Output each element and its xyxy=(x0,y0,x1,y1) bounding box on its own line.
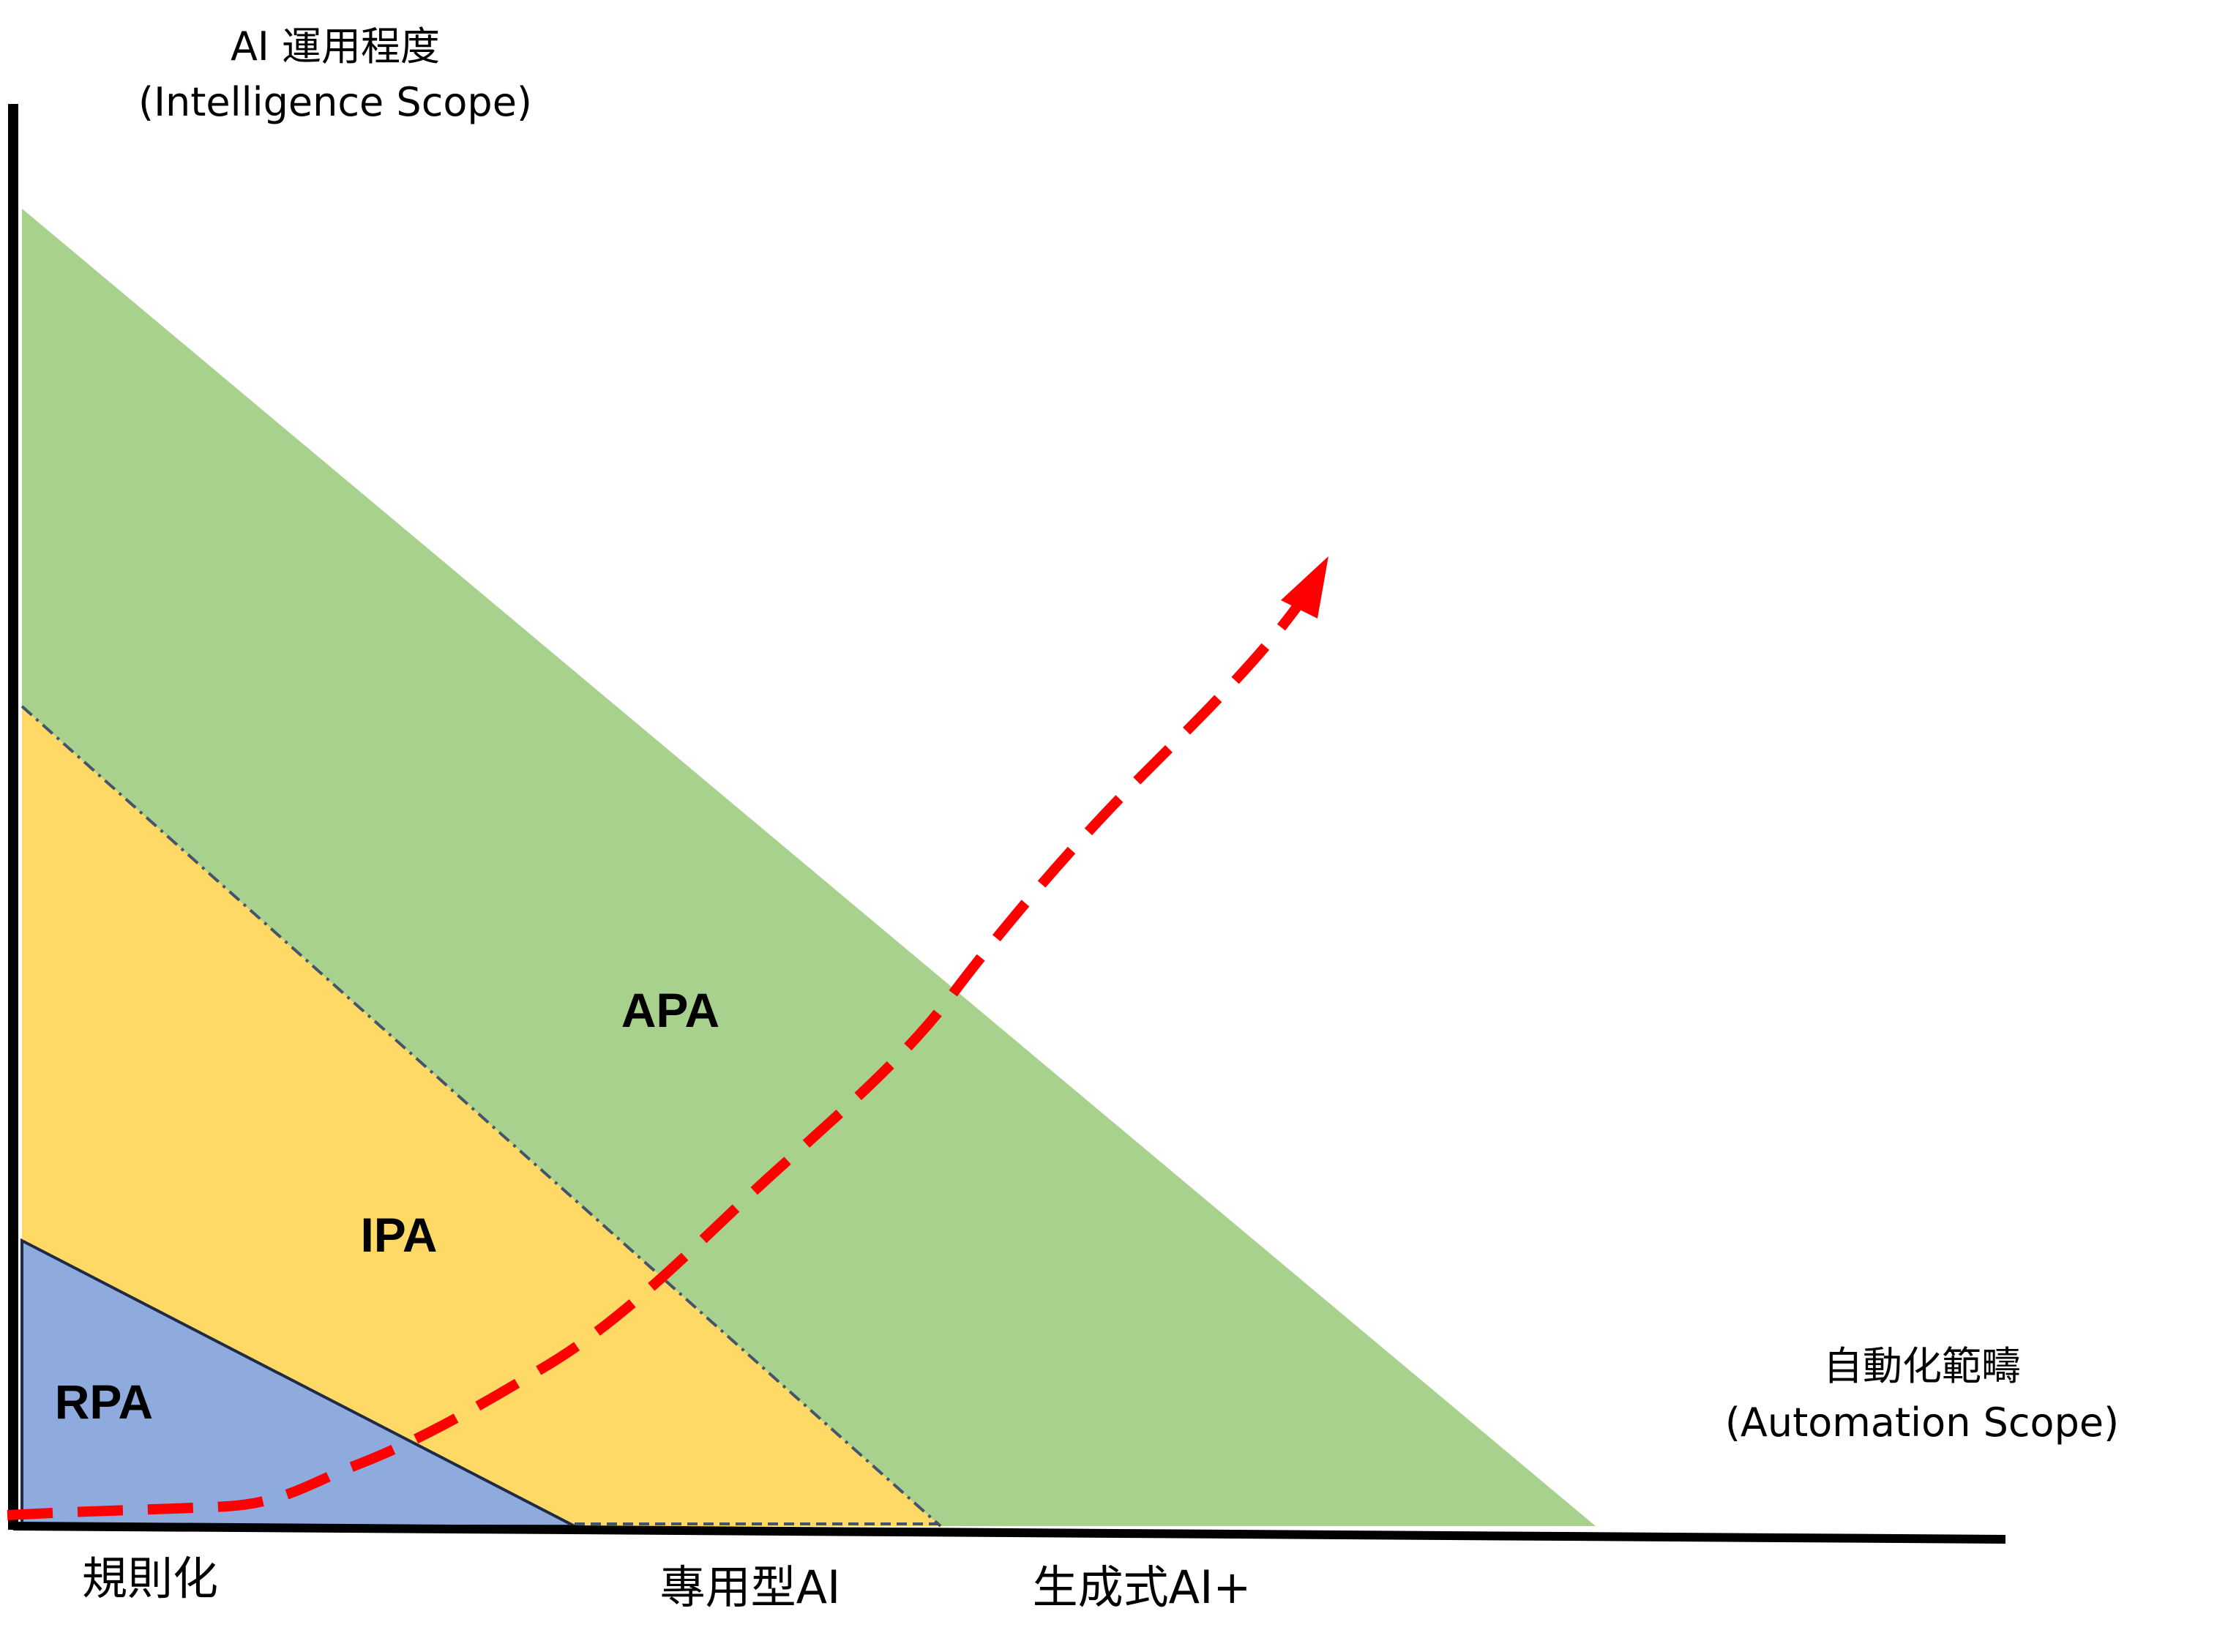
ipa-boundary xyxy=(20,705,942,1528)
x-axis xyxy=(12,1522,2006,1544)
apa-label: APA xyxy=(621,983,719,1037)
rpa-label: RPA xyxy=(55,1375,153,1429)
x-axis-label-line1: 自動化範疇 xyxy=(1823,1343,2021,1389)
stage-generative-ai: 生成式AI+ xyxy=(1033,1561,1252,1614)
stage-rule-based: 規則化 xyxy=(82,1552,218,1605)
stage-specialized-ai: 專用型AI xyxy=(660,1561,841,1614)
x-axis-label-line2: (Automation Scope) xyxy=(1725,1399,2119,1446)
trend-curve xyxy=(7,600,1304,1520)
trend-arrow-head-icon xyxy=(1281,556,1328,618)
ipa-label: IPA xyxy=(360,1208,437,1262)
y-axis-label-line2: (Intelligence Scope) xyxy=(138,79,532,125)
y-axis-label-line1: AI 運用程度 xyxy=(231,23,440,70)
